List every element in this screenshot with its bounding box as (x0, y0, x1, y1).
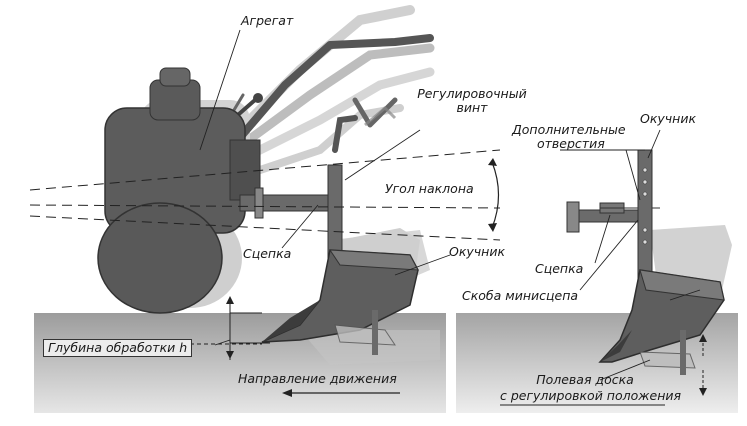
label-mini-hitch-bracket: Скоба минисцепа (462, 288, 579, 303)
label-hiller-left: Окучник (449, 244, 506, 259)
adjusting-screw (332, 115, 358, 153)
wheel (97, 202, 223, 314)
depth-indicator (190, 300, 270, 360)
label-hiller-right: Окучник (640, 111, 697, 126)
label-extra-holes-2: отверстия (537, 136, 605, 151)
label-extra-holes-1: Дополнительные (512, 122, 626, 137)
label-adjusting-screw-1: Регулировочный (417, 86, 527, 101)
tiller-body (104, 67, 261, 234)
label-tilt-angle: Угол наклона (385, 181, 474, 196)
tilt-angle-arrow (491, 161, 500, 229)
leader-lines-left (199, 29, 451, 346)
extra-holes (642, 167, 648, 245)
field-board-left (334, 324, 396, 346)
label-adjusting-screw-2: винт (456, 100, 488, 115)
tilt-angle-lines (29, 149, 501, 241)
handle-main (221, 34, 434, 159)
label-field-board-2: с регулировкой положения (500, 388, 682, 403)
label-hitch-left: Сцепка (243, 246, 292, 261)
leader-lines-right (500, 129, 701, 406)
furrow-shadow (300, 330, 440, 365)
label-field-board-1: Полевая доска (536, 372, 634, 387)
label-aggregate: Агрегат (241, 13, 294, 28)
label-working-depth: Глубина обработки h (43, 339, 193, 357)
label-motion-direction: Направление движения (238, 371, 397, 386)
label-hitch-right: Сцепка (535, 261, 584, 276)
field-board-right (639, 351, 696, 369)
soil-left (34, 313, 446, 413)
